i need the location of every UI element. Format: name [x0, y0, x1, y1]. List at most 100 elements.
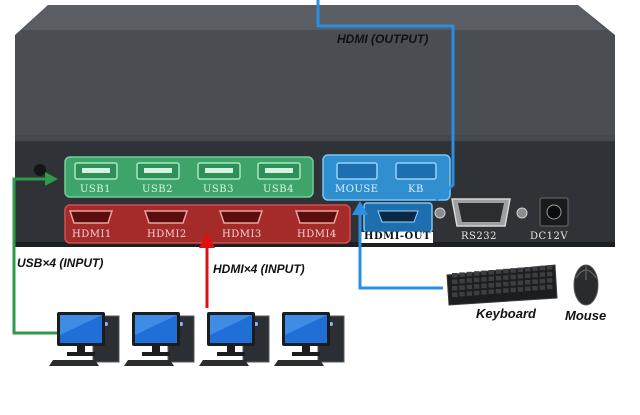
- screw-hole-icon: [34, 164, 46, 176]
- keyboard-key: [539, 278, 546, 284]
- keyboard-key: [525, 273, 531, 278]
- keyboard-key: [495, 275, 502, 281]
- keyboard-key: [532, 266, 538, 271]
- keyboard-key: [481, 283, 487, 289]
- dc12v-label: DC12V: [530, 231, 569, 242]
- keyboard-key: [517, 280, 524, 286]
- keyboard-key: [546, 278, 553, 283]
- keyboard-key: [459, 278, 465, 284]
- keyboard-key: [517, 274, 524, 279]
- keyboard-key: [503, 275, 509, 280]
- computer-icon: [199, 312, 270, 366]
- keyboard-key: [452, 279, 458, 284]
- keyboard-key: [488, 270, 494, 275]
- computer-icon: [274, 312, 345, 366]
- keyboard-key: [481, 270, 487, 276]
- dc12v-port: [539, 197, 569, 227]
- keyboard-key: [459, 285, 465, 290]
- usb3-label: USB3: [203, 184, 234, 195]
- mouse-port-label: MOUSE: [335, 184, 379, 195]
- hdmi-socket-icon: [143, 210, 189, 224]
- keyboard-key: [481, 277, 487, 282]
- keyboard-key: [466, 291, 473, 296]
- pc-keyboard: [274, 360, 324, 366]
- keyboard-key: [488, 276, 494, 281]
- screw-icon: [434, 207, 446, 219]
- keyboard-key: [495, 282, 502, 287]
- usb-socket-tongue: [265, 168, 293, 173]
- usb-input-label: USB×4 (INPUT): [17, 256, 104, 270]
- dc-jack-icon: [546, 204, 562, 220]
- mouse-usb-socket-icon: [336, 162, 378, 180]
- usb-port-group: [64, 156, 314, 198]
- usb-input-cable: [12, 177, 70, 335]
- keyboard-key: [517, 267, 524, 273]
- hdmi-out-socket-icon: [377, 210, 419, 223]
- keyboard-label: Keyboard: [476, 306, 536, 321]
- hdmi-arrow-icon: [199, 233, 215, 248]
- usb-socket-tongue: [205, 168, 233, 173]
- keyboard-key: [510, 281, 516, 286]
- kb-port-label: KB: [408, 184, 424, 195]
- keyboard-key: [532, 285, 538, 291]
- keyboard-icon: [446, 264, 558, 306]
- usb-socket-tongue: [82, 168, 110, 173]
- keyboard-key: [532, 279, 538, 284]
- keyboard-key: [510, 287, 516, 293]
- usb-socket-tongue: [144, 168, 172, 173]
- keyboard-key: [539, 272, 546, 277]
- rs232-label: RS232: [461, 231, 497, 242]
- keyboard-key: [473, 284, 480, 289]
- keyboard-key: [503, 281, 509, 287]
- usb1-label: USB1: [80, 184, 111, 195]
- mouse-label: Mouse: [565, 308, 607, 323]
- usb-arrow-icon: [45, 172, 58, 186]
- hdmi-port-group: [64, 204, 351, 244]
- hdmi3-label: HDMI3: [222, 229, 262, 240]
- keyboard-key: [481, 290, 487, 295]
- usb4-label: USB4: [263, 184, 294, 195]
- keyboard-key: [459, 272, 465, 277]
- keyboard-key: [452, 292, 458, 297]
- keyboard-key: [525, 280, 531, 285]
- hdmi-output-label: HDMI (OUTPUT): [337, 32, 429, 46]
- keyboard-key: [503, 268, 509, 274]
- keyboard-key: [452, 286, 458, 291]
- hdmi4-label: HDMI4: [297, 229, 337, 240]
- keyboard-key: [525, 286, 531, 291]
- keyboard-key: [495, 288, 502, 294]
- keyboard-key: [473, 277, 480, 283]
- keyboard-key: [503, 288, 509, 293]
- hdmi2-label: HDMI2: [147, 229, 187, 240]
- hdmi1-label: HDMI1: [72, 229, 112, 240]
- pc-keyboard: [49, 360, 99, 366]
- hdmi-socket-icon: [218, 210, 264, 224]
- keyboard-key: [517, 287, 524, 292]
- keyboard-key: [473, 271, 480, 276]
- keyboard-key: [495, 269, 502, 274]
- keyboard-key: [525, 267, 531, 272]
- keyboard-key: [466, 271, 473, 277]
- peripheral-port-group: [322, 154, 451, 201]
- keyboard-key: [546, 284, 553, 290]
- computer-icon: [124, 312, 195, 366]
- mouse-icon: [573, 264, 599, 306]
- keyboard-key: [466, 284, 473, 290]
- keyboard-key: [510, 274, 516, 280]
- keyboard-key: [510, 268, 516, 273]
- peripheral-arrow-icon: [352, 201, 368, 215]
- keyboard-key: [452, 273, 458, 278]
- keyboard-key: [539, 265, 546, 271]
- screw-icon: [516, 207, 528, 219]
- keyboard-key: [488, 289, 494, 294]
- keyboard-key: [546, 271, 553, 277]
- keyboard-key: [459, 291, 465, 297]
- keyboard-key: [546, 265, 553, 270]
- keyboard-key: [473, 290, 480, 296]
- kb-usb-socket-icon: [395, 162, 437, 180]
- hdmi-out-label: HDMI-OUT: [364, 231, 431, 242]
- pc-keyboard: [199, 360, 249, 366]
- hdmi-input-label: HDMI×4 (INPUT): [213, 262, 305, 276]
- keyboard-key: [466, 278, 473, 283]
